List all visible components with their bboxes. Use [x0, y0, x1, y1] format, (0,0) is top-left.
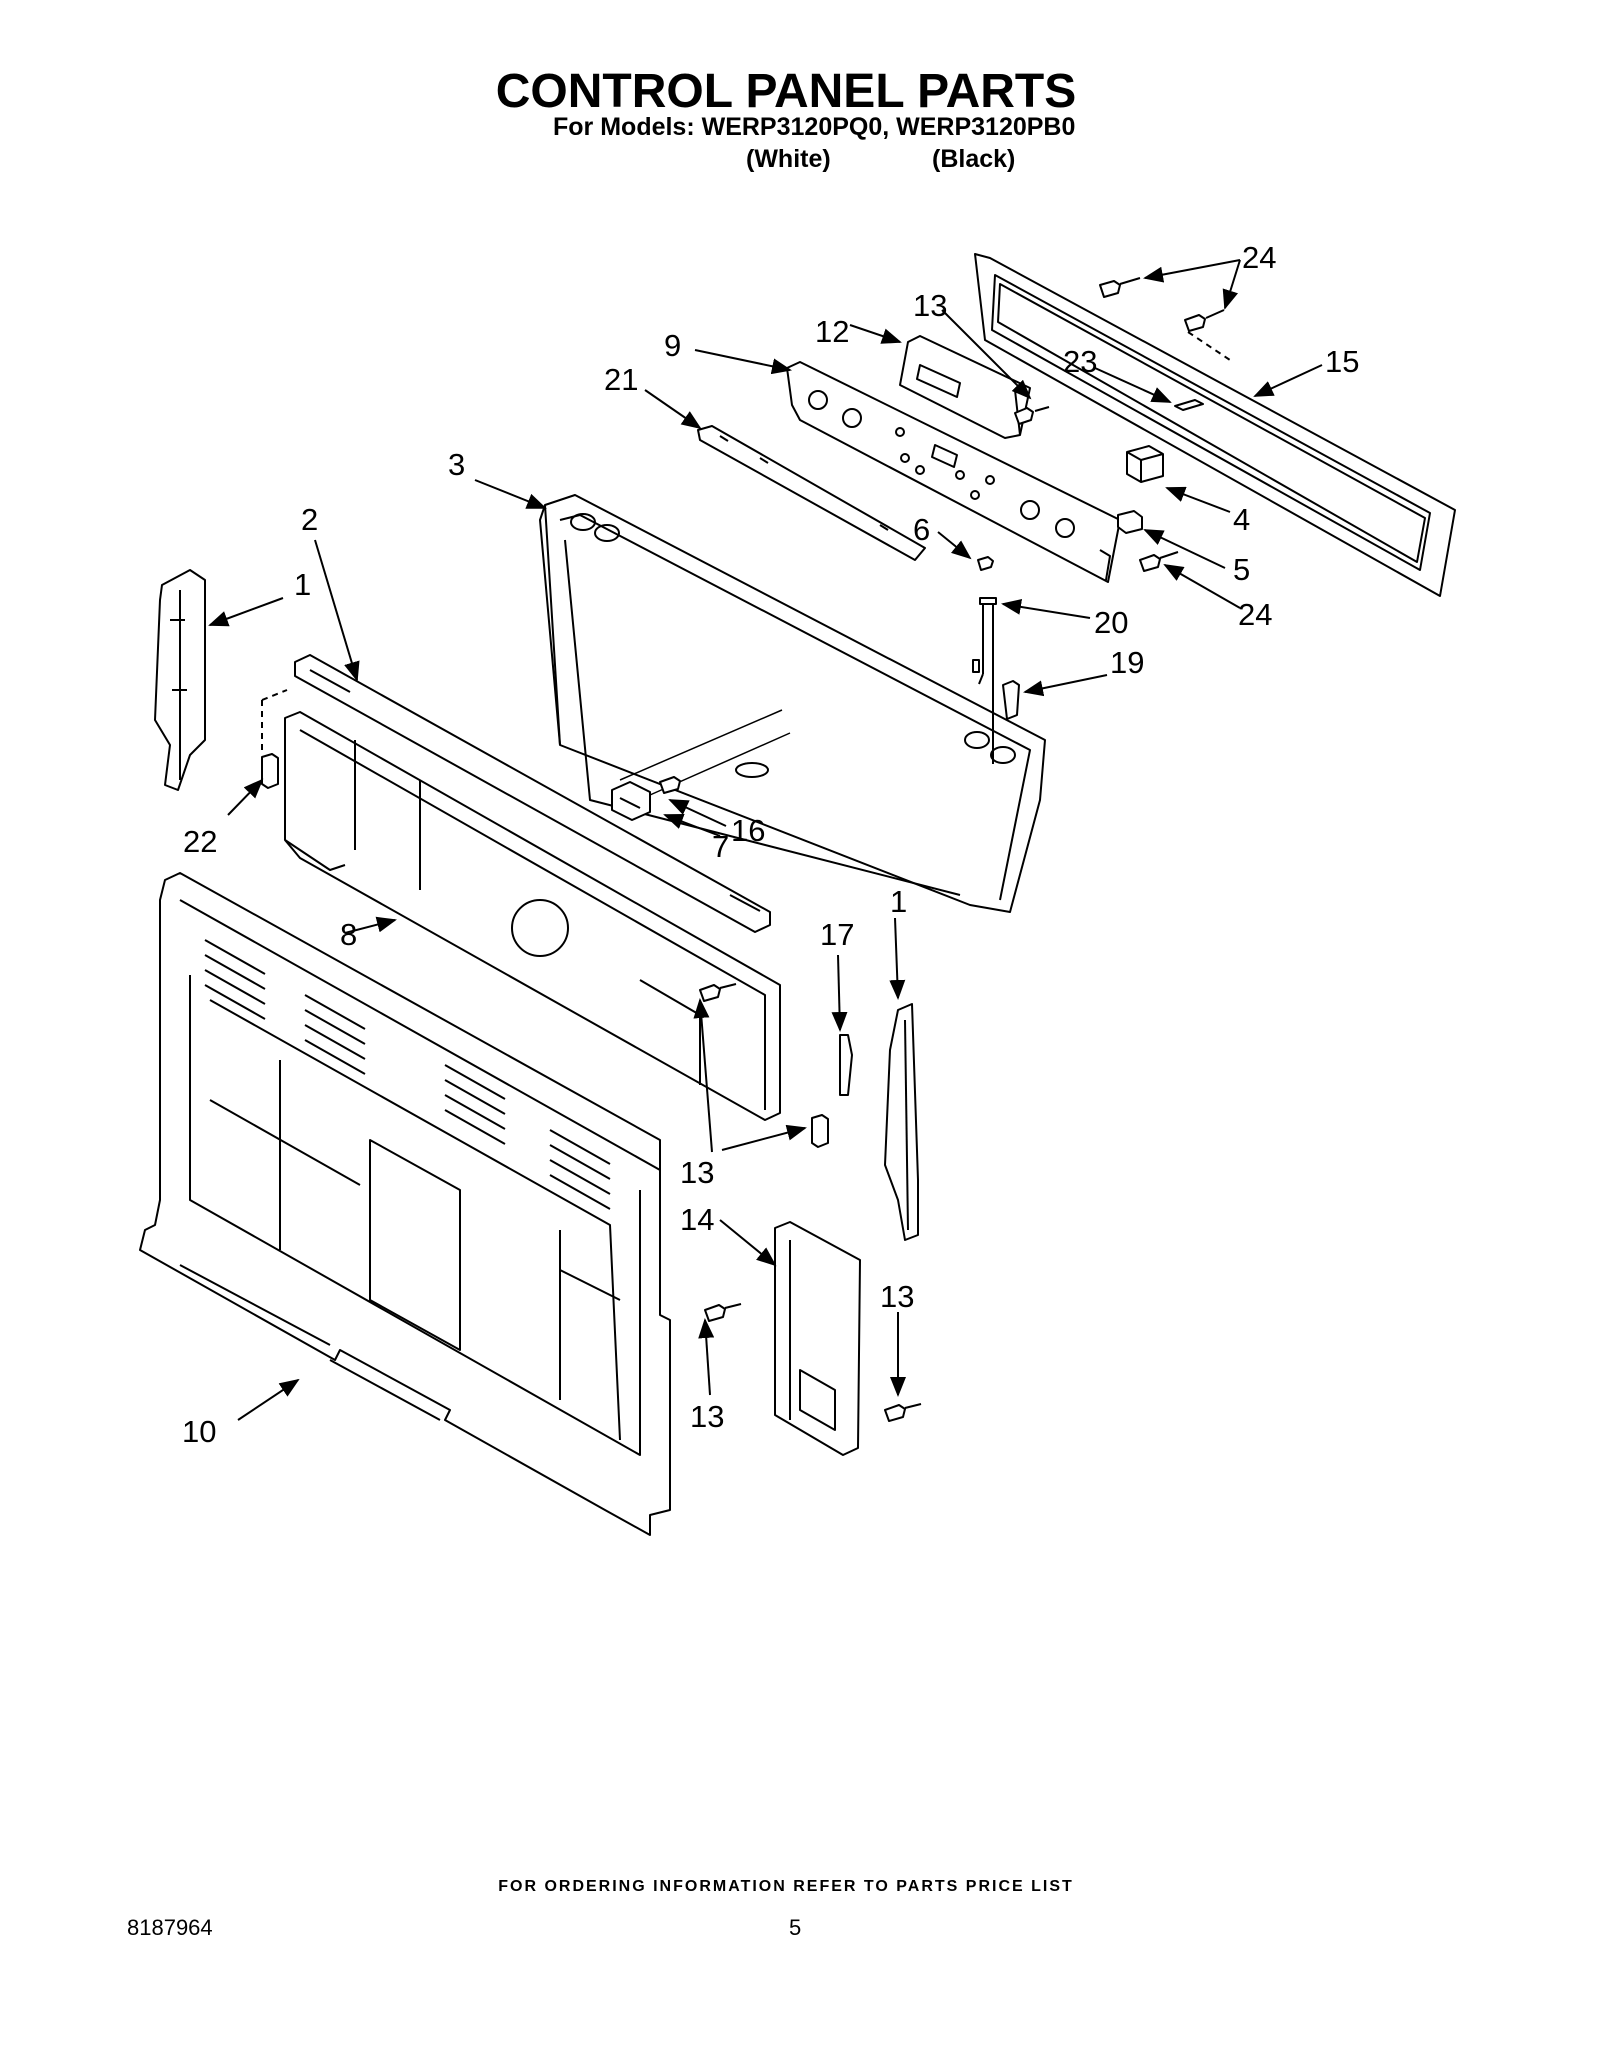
part-1-end-cap-left: [154, 569, 206, 791]
page-title: CONTROL PANEL PARTS: [495, 65, 1077, 118]
callout-21: 21: [604, 362, 638, 397]
callout-16: 16: [731, 813, 765, 848]
part-15-gasket-frame: [974, 253, 1456, 597]
part-2-rail-bracket: [294, 654, 771, 933]
part-3-console-housing: [539, 494, 1046, 913]
part-6-screw: [977, 556, 994, 571]
part-19-connector: [1002, 680, 1020, 720]
leader-lines: [208, 259, 1323, 1421]
part-24-screw-top-a: [1099, 277, 1141, 298]
callout-13-lower: 13: [690, 1399, 724, 1434]
callout-19: 19: [1110, 645, 1144, 680]
part-20-probe: [972, 597, 997, 764]
callout-1-right: 1: [890, 884, 907, 919]
part-17-clip: [839, 1034, 853, 1096]
part-22-screw: [261, 689, 288, 789]
callout-13-right: 13: [880, 1279, 914, 1314]
callout-1-left: 1: [294, 567, 311, 602]
callout-2: 2: [301, 502, 318, 537]
callout-12: 12: [815, 314, 849, 349]
part-13-screw-lower-left: [704, 1303, 742, 1322]
part-14-lower-bracket: [774, 1221, 861, 1456]
callout-22: 22: [183, 824, 217, 859]
callout-3: 3: [448, 447, 465, 482]
part-1-end-cap-right: [884, 1003, 919, 1241]
callout-4: 4: [1233, 502, 1250, 537]
callout-14: 14: [680, 1202, 714, 1237]
part-7-knob: [611, 781, 651, 821]
callout-6: 6: [913, 512, 930, 547]
variant-black-label: (Black): [932, 145, 1016, 173]
callout-13-control: 13: [913, 288, 947, 323]
part-23-clip: [1174, 399, 1204, 411]
part-10-back-panel: [139, 872, 671, 1536]
callout-17: 17: [820, 917, 854, 952]
part-21-bracket-strip: [697, 425, 926, 561]
callout-15: 15: [1325, 344, 1359, 379]
part-5-indicator-light: [1117, 510, 1143, 534]
part-4-switch: [1126, 445, 1164, 483]
variant-white-label: (White): [746, 145, 831, 173]
callout-8: 8: [340, 917, 357, 952]
part-13-screw-control: [1014, 406, 1050, 425]
page-number: 5: [789, 1915, 802, 1940]
part-13-screw-lower-right: [884, 1403, 922, 1422]
part-24-screw-top-b: [1184, 309, 1225, 332]
callout-10: 10: [182, 1414, 216, 1449]
callout-9: 9: [664, 328, 681, 363]
callout-23: 23: [1063, 344, 1097, 379]
callout-7: 7: [712, 829, 729, 864]
callout-13-mid: 13: [680, 1155, 714, 1190]
part-24-screw-right: [1139, 551, 1179, 572]
callout-5: 5: [1233, 552, 1250, 587]
part-16-screw: [659, 776, 681, 794]
part-9-control-board: [786, 361, 1121, 583]
models-line: For Models: WERP3120PQ0, WERP3120PB0: [553, 113, 1076, 141]
callout-24-right: 24: [1238, 597, 1272, 632]
callout-24-top: 24: [1242, 240, 1276, 275]
ordering-note: FOR ORDERING INFORMATION REFER TO PARTS …: [498, 1878, 1074, 1895]
document-number: 8187964: [127, 1915, 213, 1940]
part-13-screw-lower-mid: [811, 1114, 829, 1148]
callout-20: 20: [1094, 605, 1128, 640]
